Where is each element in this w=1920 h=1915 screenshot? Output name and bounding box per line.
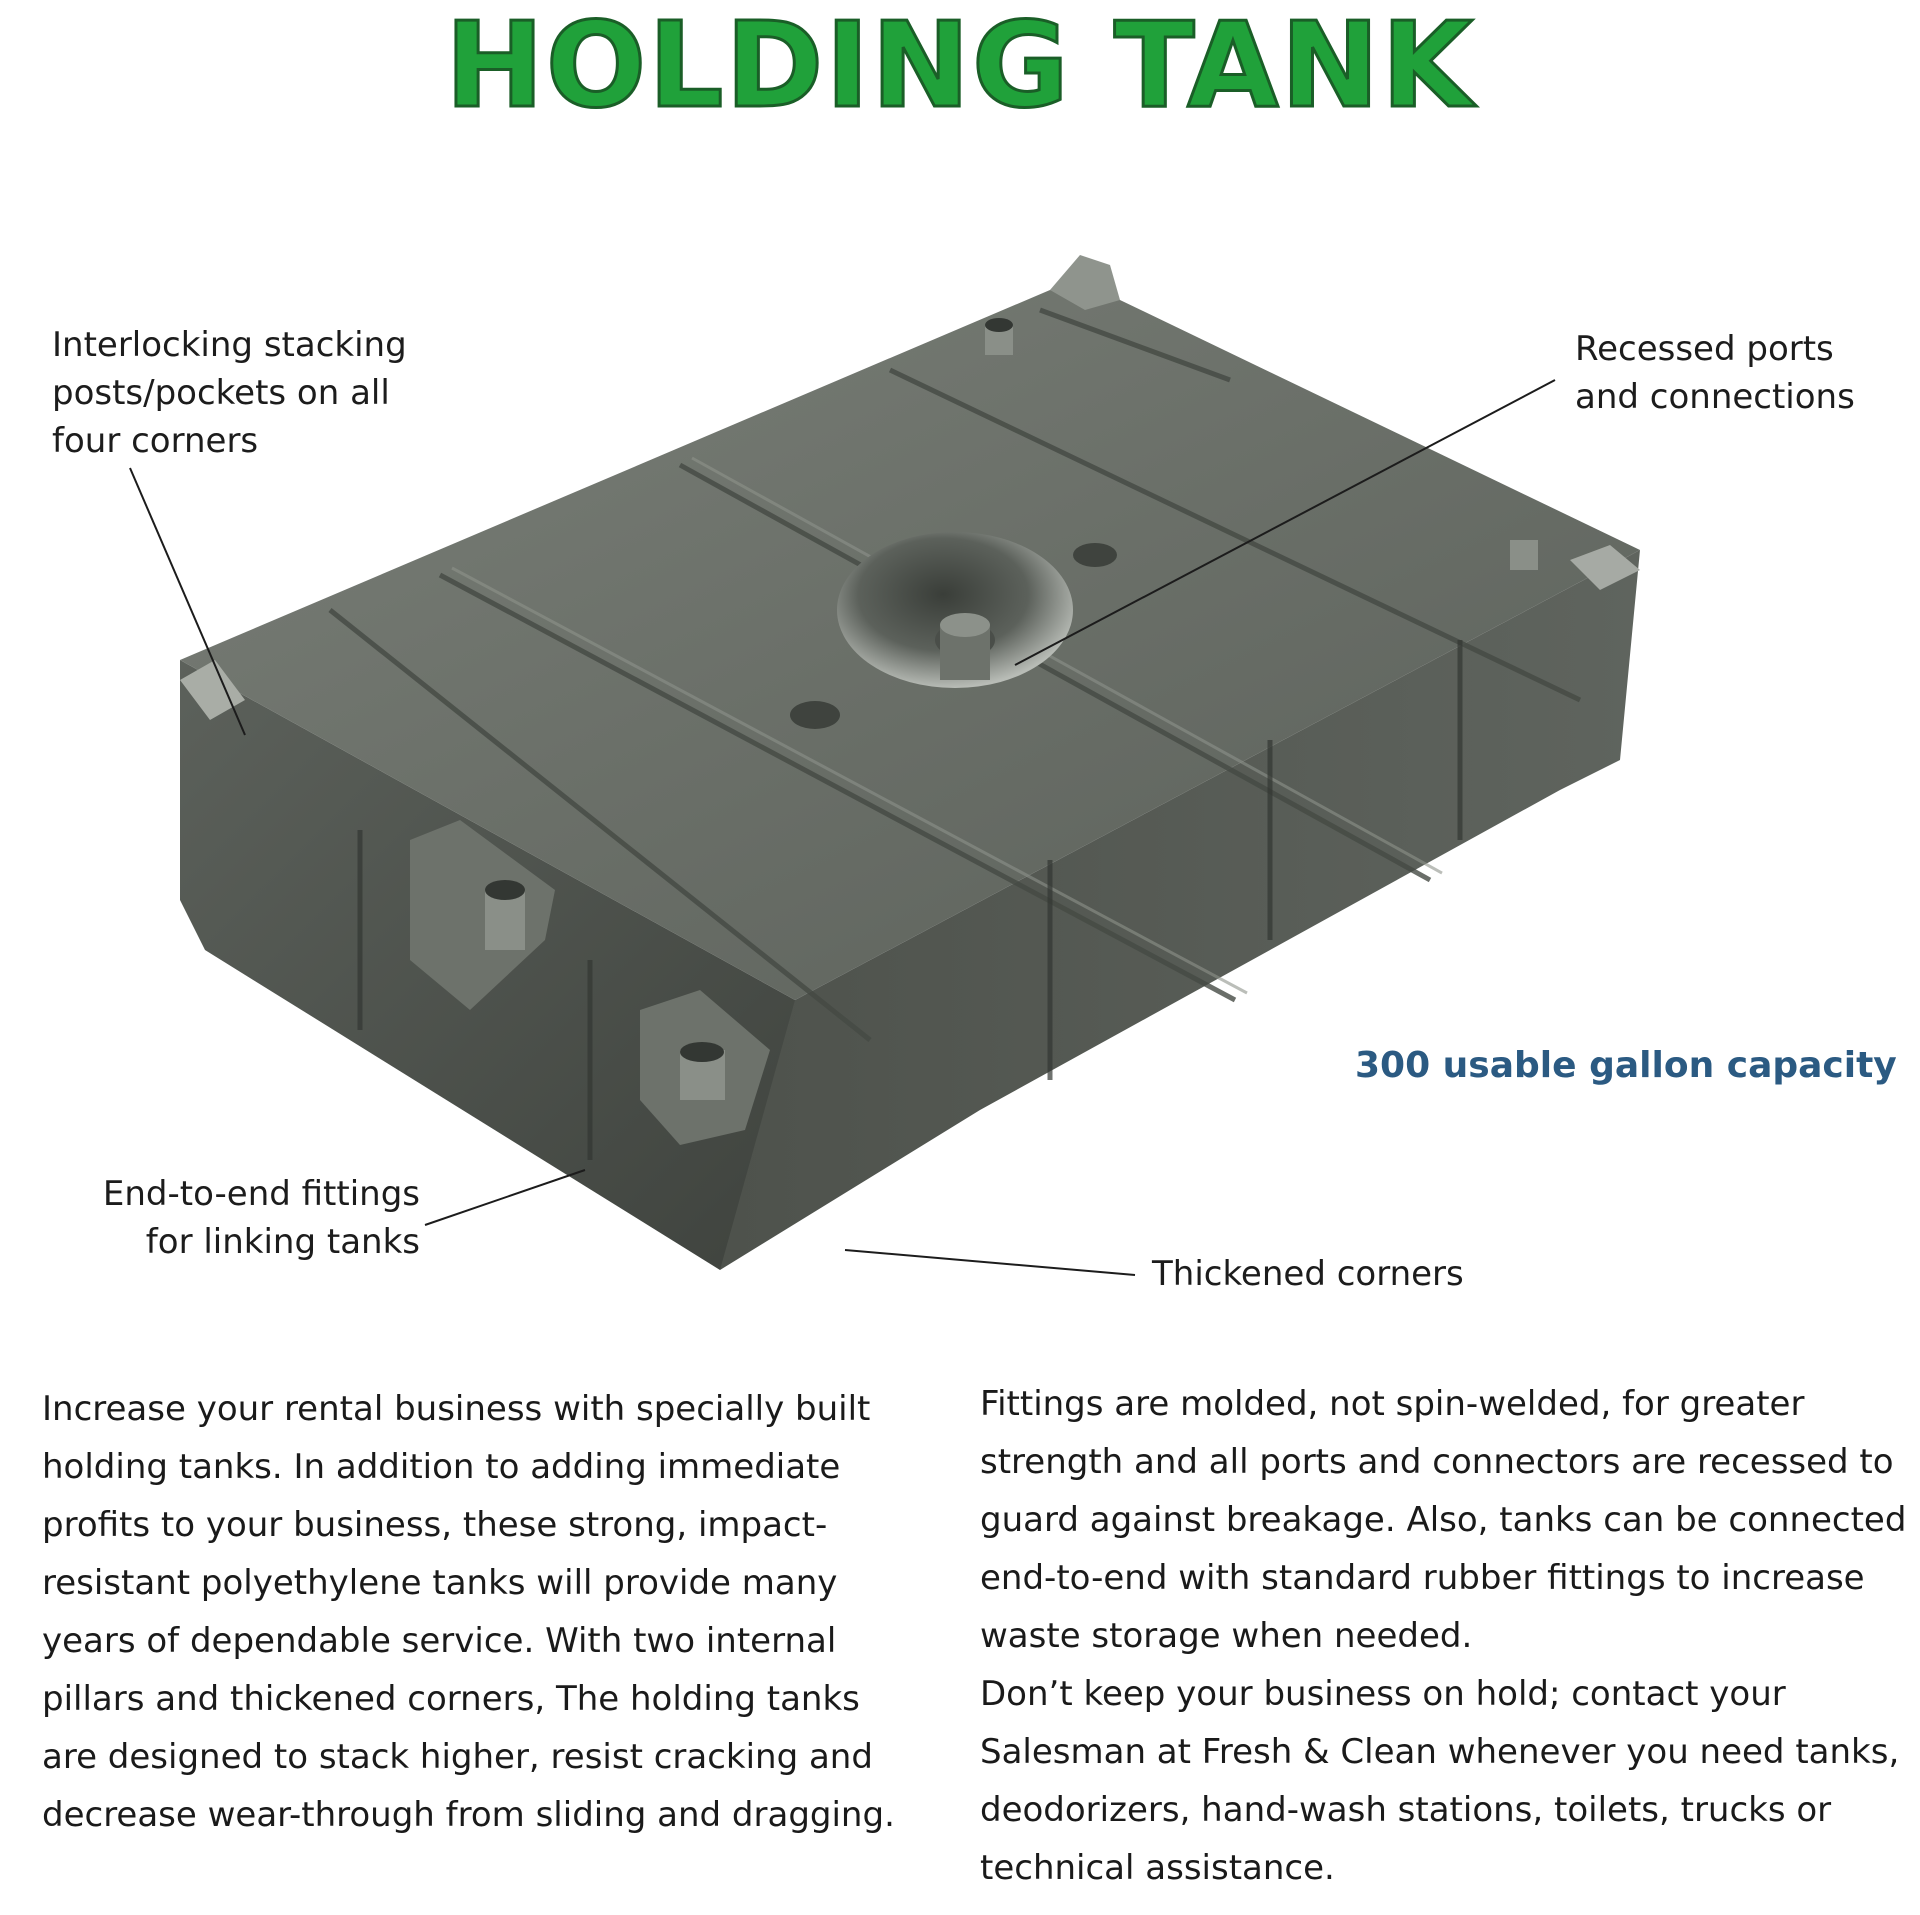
paragraph-line: Increase your rental business with speci… [42, 1389, 871, 1429]
corner-post-front-left [180, 660, 245, 720]
callout-line: four corners [52, 421, 259, 461]
paragraph-line: Don’t keep your business on hold; contac… [980, 1674, 1786, 1714]
body-right-column: Fittings are molded, not spin-welded, fo… [980, 1375, 1906, 1897]
paragraph-line: guard against breakage. Also, tanks can … [980, 1500, 1907, 1540]
callout-recessed-ports: Recessed ports and connections [1575, 325, 1855, 421]
front-fitting-2 [640, 990, 770, 1145]
corner-post-back [1050, 255, 1120, 310]
center-recess [837, 532, 1073, 688]
paragraph-line: are designed to stack higher, resist cra… [42, 1737, 873, 1777]
leader-ports [1014, 379, 1556, 666]
paragraph-line: pillars and thickened corners, The holdi… [42, 1679, 860, 1719]
callout-line: End-to-end fittings [102, 1174, 420, 1214]
paragraph-line: strength and all ports and connectors ar… [980, 1442, 1894, 1482]
callout-line: Interlocking stacking [52, 325, 407, 365]
leader-stacking [129, 467, 246, 736]
paragraph-line: Salesman at Fresh & Clean whenever you n… [980, 1732, 1900, 1772]
corner-post-right [1570, 545, 1640, 590]
paragraph-line: years of dependable service. With two in… [42, 1621, 837, 1661]
paragraph-line: profits to your business, these strong, … [42, 1505, 828, 1545]
paragraph-line: end-to-end with standard rubber fittings… [980, 1558, 1865, 1598]
callout-line: and connections [1575, 377, 1855, 417]
paragraph-line: technical assistance. [980, 1848, 1335, 1888]
paragraph-line: resistant polyethylene tanks will provid… [42, 1563, 838, 1603]
tank-right-face [720, 550, 1640, 1270]
holding-tank-illustration [129, 255, 1640, 1276]
page-title: HOLDING TANK [444, 0, 1475, 134]
callout-line: posts/pockets on all [52, 373, 390, 413]
callout-line: for linking tanks [145, 1222, 420, 1262]
paragraph-line: Fittings are molded, not spin-welded, fo… [980, 1384, 1805, 1424]
paragraph-line: holding tanks. In addition to adding imm… [42, 1447, 841, 1487]
callout-thickened-corners: Thickened corners [1152, 1254, 1464, 1294]
front-fitting-1 [410, 820, 555, 1010]
callout-line: Recessed ports [1575, 329, 1834, 369]
paragraph-line: deodorizers, hand-wash stations, toilets… [980, 1790, 1832, 1830]
leader-corners [844, 1249, 1136, 1276]
paragraph-line: decrease wear-through from sliding and d… [42, 1795, 895, 1835]
body-left-column: Increase your rental business with speci… [42, 1380, 895, 1844]
leader-fittings [424, 1169, 586, 1226]
callout-stacking-posts: Interlocking stacking posts/pockets on a… [52, 321, 407, 465]
paragraph-line: waste storage when needed. [980, 1616, 1473, 1656]
capacity-label: 300 usable gallon capacity [1355, 1045, 1897, 1086]
callout-end-fittings: End-to-end fittings for linking tanks [60, 1170, 420, 1266]
